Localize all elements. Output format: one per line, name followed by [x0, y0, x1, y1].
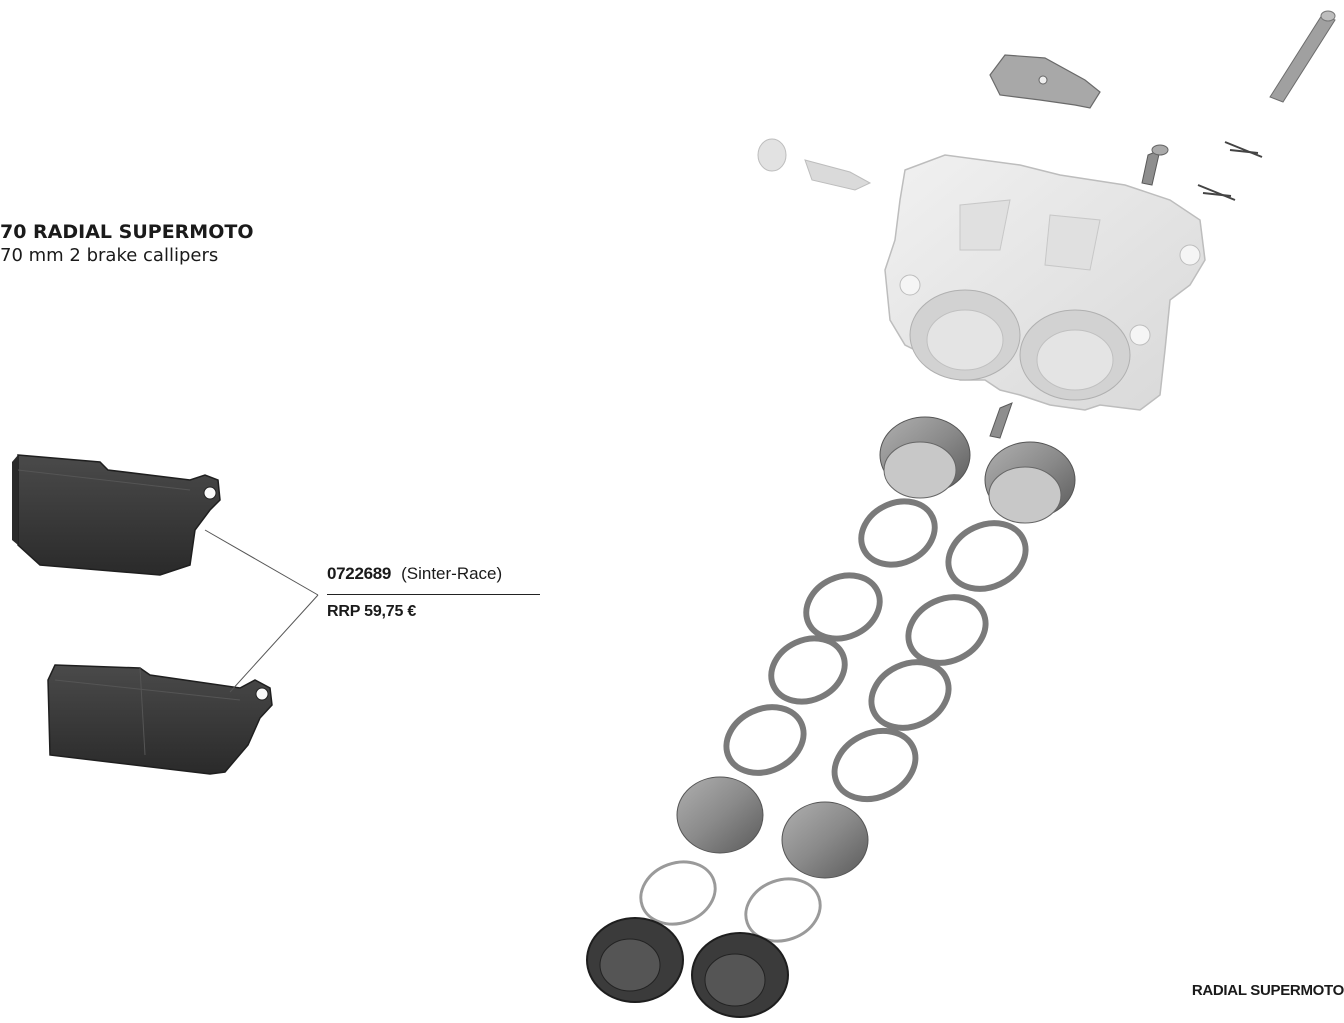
pad-spring-icon — [990, 55, 1100, 108]
part-number: 0722689 — [327, 564, 391, 583]
bleed-valve-icon — [758, 139, 870, 190]
seal-rings — [716, 490, 1037, 812]
leader-lines — [205, 530, 318, 692]
cap-icon — [587, 918, 788, 1017]
piston-icon — [880, 417, 1075, 523]
part-line: 0722689 (Sinter-Race) — [327, 562, 540, 595]
piston-icon — [677, 777, 868, 878]
caliper-icon — [885, 155, 1205, 410]
part-price: RRP 59,75 € — [327, 603, 540, 621]
clip-icon — [1198, 142, 1262, 200]
part-info: 0722689 (Sinter-Race) RRP 59,75 € — [327, 562, 540, 621]
brake-pad-icon — [12, 455, 220, 575]
footer-label: RADIAL SUPERMOTO — [1192, 982, 1344, 999]
part-variant: (Sinter-Race) — [401, 564, 502, 583]
brake-pad-icon — [48, 665, 272, 774]
